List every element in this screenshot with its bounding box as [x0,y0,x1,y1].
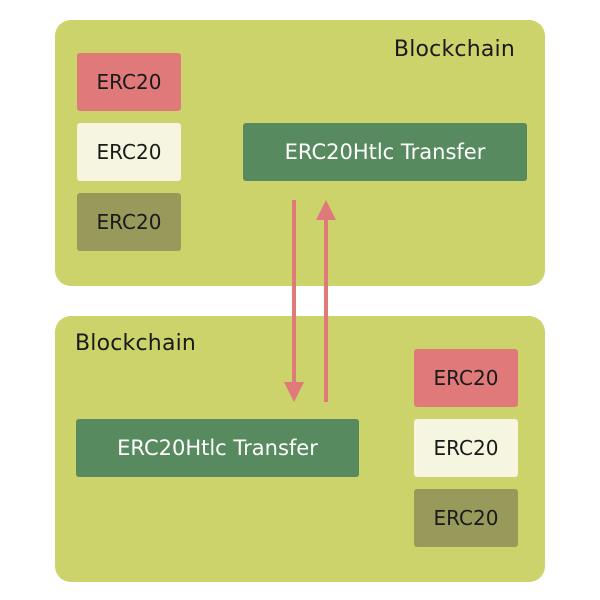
blockchain-title: Blockchain [393,37,515,62]
blockchain-title: Blockchain [75,331,197,356]
erc20htlc-transfer-box: ERC20Htlc Transfer [243,123,527,181]
erc20-token-cream: ERC20 [77,123,181,181]
erc20-token-red: ERC20 [77,53,181,111]
erc20-token-olive: ERC20 [77,193,181,251]
blockchain-panel-bottom: Blockchain ERC20 ERC20 ERC20 ERC20Htlc T… [55,316,545,582]
erc20-token-cream: ERC20 [414,419,518,477]
erc20-token-olive: ERC20 [414,489,518,547]
blockchain-panel-top: Blockchain ERC20 ERC20 ERC20 ERC20Htlc T… [55,20,545,286]
erc20htlc-transfer-box: ERC20Htlc Transfer [76,419,359,477]
erc20-token-red: ERC20 [414,349,518,407]
